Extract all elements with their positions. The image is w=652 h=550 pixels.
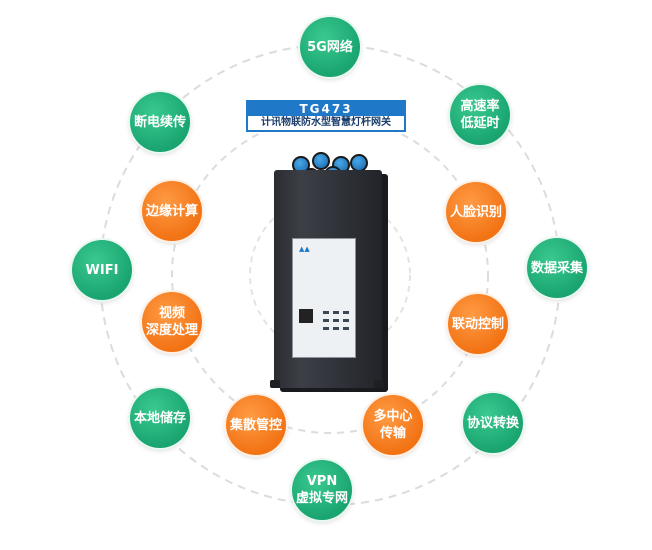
feature-distributed-control: 集散管控 [226,395,286,455]
mounting-foot [374,380,384,388]
indicator-light-icon [343,319,349,322]
connector-icon [312,152,330,170]
indicator-light-icon [343,327,349,330]
feature-local-storage: 本地储存 [130,388,190,448]
feature-wifi: WIFI [72,240,132,300]
feature-power-off-resume: 断电续传 [130,92,190,152]
product-description: 计讯物联防水型智慧灯杆网关 [261,117,391,128]
indicator-light-icon [323,327,329,330]
product-label: TG473 计讯物联防水型智慧灯杆网关 [246,100,406,132]
indicator-light-icon [333,311,339,314]
gateway-device-image: ▲▲ [270,148,390,393]
feature-5g-network: 5G网络 [300,17,360,77]
feature-multi-center-transmission: 多中心 传输 [363,395,423,455]
feature-protocol-conversion: 协议转换 [463,393,523,453]
device-logo-icon: ▲▲ [299,245,310,253]
indicator-light-icon [333,327,339,330]
feature-linkage-control: 联动控制 [448,294,508,354]
indicator-light-icon [343,311,349,314]
feature-video-processing: 视频 深度处理 [142,292,202,352]
feature-edge-computing: 边缘计算 [142,181,202,241]
feature-high-speed-low-latency: 高速率 低延时 [450,85,510,145]
indicator-light-icon [323,319,329,322]
mounting-foot [270,380,280,388]
indicator-light-icon [333,319,339,322]
indicator-light-icon [323,311,329,314]
product-model: TG473 [248,102,404,116]
device-housing: ▲▲ [274,170,382,388]
feature-face-recognition: 人脸识别 [446,182,506,242]
qr-code-icon [299,309,313,323]
feature-data-collection: 数据采集 [527,238,587,298]
feature-vpn: VPN 虚拟专网 [292,460,352,520]
device-front-panel: ▲▲ [292,238,356,358]
